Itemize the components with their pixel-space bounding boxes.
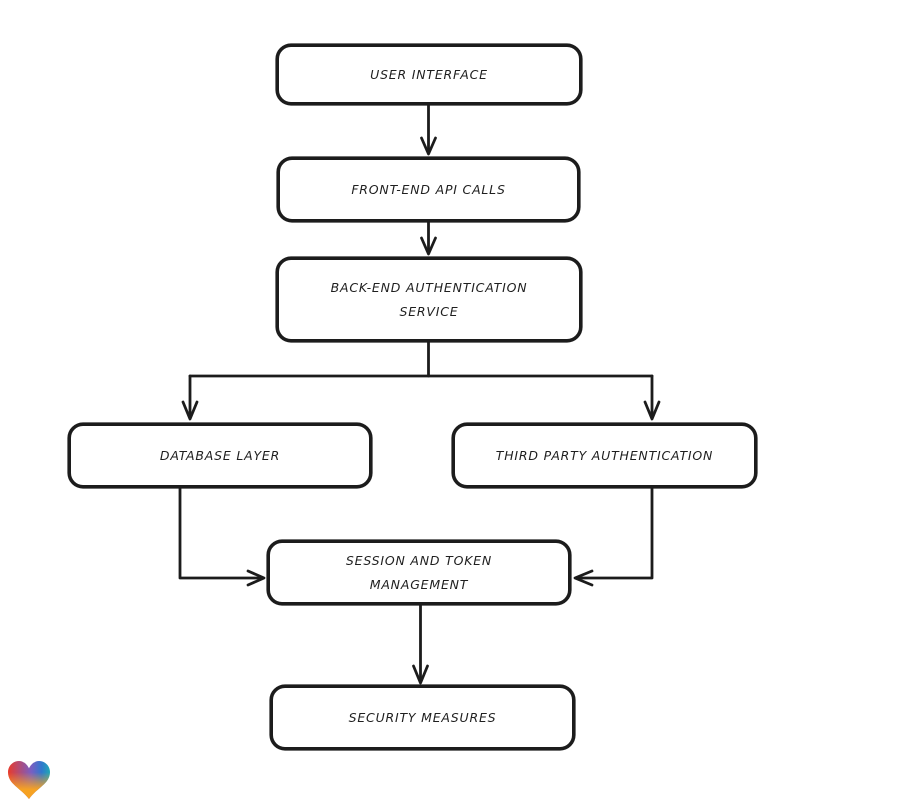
edge-front-end-to-back-end xyxy=(420,220,437,256)
node-back-end-authentication-service[interactable]: BACK-END AUTHENTICATION SERVICE xyxy=(276,257,582,342)
node-database-layer[interactable]: DATABASE LAYER xyxy=(68,423,372,488)
edge-database-to-session xyxy=(178,486,266,587)
edge-third-party-to-session xyxy=(573,486,654,587)
node-front-end-api-calls[interactable]: FRONT-END API CALLS xyxy=(277,157,580,222)
node-third-party-authentication[interactable]: THIRD PARTY AUTHENTICATION xyxy=(452,423,757,488)
node-label: SESSION AND TOKEN xyxy=(345,552,493,568)
node-label: THIRD PARTY AUTHENTICATION xyxy=(495,447,714,463)
node-security-measures[interactable]: SECURITY MEASURES xyxy=(270,685,575,750)
edge-session-to-security xyxy=(412,603,429,685)
node-user-interface[interactable]: USER INTERFACE xyxy=(276,44,582,105)
node-label: MANAGEMENT xyxy=(369,576,469,592)
node-label: BACK-END AUTHENTICATION xyxy=(330,279,528,295)
node-label: DATABASE LAYER xyxy=(159,447,281,463)
node-label: USER INTERFACE xyxy=(370,66,488,82)
node-label: SECURITY MEASURES xyxy=(348,709,497,725)
node-label: SERVICE xyxy=(399,303,459,319)
heart-icon[interactable] xyxy=(8,759,50,801)
edge-back-end-split xyxy=(181,340,661,421)
edge-user-interface-to-front-end xyxy=(420,103,437,156)
node-session-and-token-management[interactable]: SESSION AND TOKEN MANAGEMENT xyxy=(267,540,571,605)
node-label: FRONT-END API CALLS xyxy=(351,181,506,197)
